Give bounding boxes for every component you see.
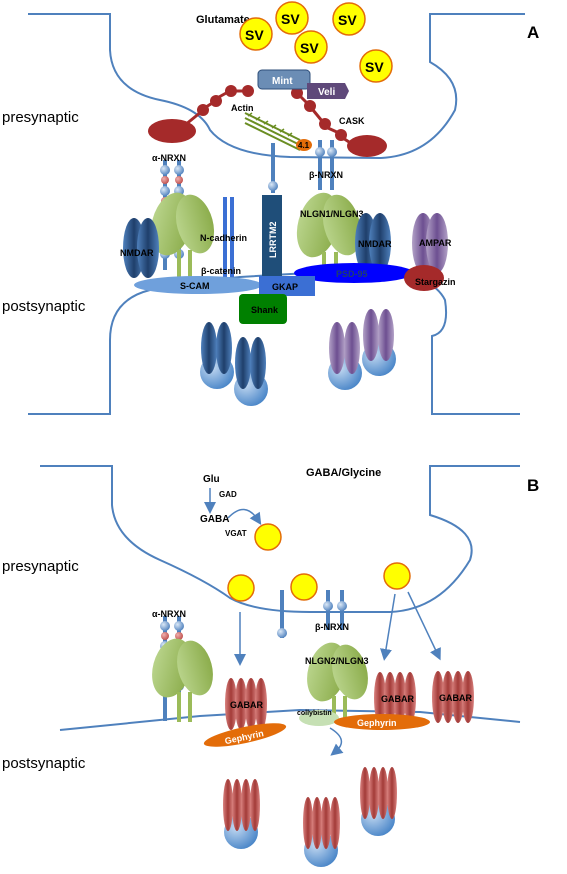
beta-nrxn-b (323, 590, 347, 630)
svg-text:Veli: Veli (318, 87, 335, 98)
panel-a: A Glutamate presynaptic postsynaptic SV … (2, 1, 539, 415)
band41-protein: 4.1 (296, 139, 312, 151)
svg-text:Gephyrin: Gephyrin (357, 718, 397, 728)
postsynaptic-label-b: postsynaptic (2, 755, 86, 772)
actin-filament (244, 112, 301, 151)
synaptic-vesicle: SV (332, 2, 366, 36)
presynaptic-label-a: presynaptic (2, 109, 79, 126)
panel-b: B GABA/Glycine presynaptic postsynaptic … (2, 465, 539, 867)
shank: Shank (239, 294, 287, 324)
release-arrow (407, 591, 441, 661)
svg-text:GABAR: GABAR (439, 693, 472, 703)
nmdar-left-a (123, 218, 159, 278)
veli-box: Veli (307, 83, 349, 99)
glu-label: Glu (203, 474, 220, 485)
postsynaptic-label-a: postsynaptic (2, 298, 86, 315)
svg-text:Stargazin: Stargazin (415, 277, 456, 287)
panel-a-neurotransmitter: Glutamate (196, 14, 250, 26)
alpha-nrxn-label-b: α-NRXN (152, 609, 186, 619)
actin-label: Actin (231, 103, 254, 113)
synaptic-vesicle: SV (294, 30, 328, 64)
nmdar-left-label: NMDAR (120, 248, 154, 258)
svg-text:Shank: Shank (251, 305, 279, 315)
beta-nrxn-a (315, 140, 337, 190)
gephyrin-right: Gephyrin (334, 714, 430, 730)
svg-text:LRRTM2: LRRTM2 (268, 222, 278, 259)
gabar-pool-middle (303, 797, 340, 867)
svg-text:4.1: 4.1 (298, 141, 310, 150)
ampar-label: AMPAR (419, 238, 452, 248)
psd95: PSD-95 (294, 263, 414, 283)
presynaptic-scaffold-right (291, 87, 387, 157)
svg-text:collybistin: collybistin (297, 710, 332, 717)
vesicle-b (254, 523, 282, 551)
ampar (412, 213, 448, 273)
svg-text:S-CAM: S-CAM (180, 281, 210, 291)
ampar-pool (328, 309, 396, 390)
vgat-label: VGAT (225, 529, 247, 538)
lrrtm2: LRRTM2 (262, 143, 282, 277)
panel-a-letter: A (527, 23, 539, 42)
svg-text:GABAR: GABAR (230, 700, 263, 710)
gkap: GKAP (259, 276, 315, 296)
gephyrin-left: Gephyrin (203, 723, 287, 747)
gabar-pool-left (223, 779, 260, 849)
postsynaptic-membrane-a (28, 268, 520, 415)
svg-text:GABAR: GABAR (381, 694, 414, 704)
release-arrow (380, 593, 396, 661)
neuroligin-left-b (152, 638, 213, 722)
svg-text:SV: SV (338, 12, 357, 28)
n-cadherin (223, 197, 234, 277)
synaptic-vesicle: SV (239, 17, 273, 51)
svg-text:Mint: Mint (272, 76, 293, 87)
svg-text:GKAP: GKAP (272, 282, 298, 292)
svg-text:SV: SV (281, 11, 300, 27)
svg-text:SV: SV (245, 27, 264, 43)
presynaptic-label-b: presynaptic (2, 558, 79, 575)
neuroligin-left-a (150, 192, 215, 280)
stargazin: Stargazin (404, 265, 456, 291)
cask-label: CASK (339, 116, 365, 126)
nlgn13-label: NLGN1/NLGN3 (300, 209, 364, 219)
presynaptic-membrane-b (40, 465, 520, 613)
svg-text:SV: SV (300, 40, 319, 56)
svg-text:SV: SV (365, 59, 384, 75)
n-cadherin-label: N-cadherin (200, 233, 247, 243)
nrxn-stalk-b (277, 590, 287, 638)
beta-nrxn-label-a: β-NRXN (309, 170, 343, 180)
nmdar-right-a (355, 213, 391, 273)
nmdar-right-label: NMDAR (358, 239, 392, 249)
nlgn1-nlgn3 (296, 192, 362, 280)
synaptic-vesicle: SV (359, 49, 393, 83)
presynaptic-scaffold-left (148, 85, 254, 143)
vgat-arrow (227, 508, 262, 526)
gabar-1: GABAR (225, 678, 267, 730)
beta-catenin-label: β-catenin (201, 266, 241, 276)
gaba-label: GABA (200, 514, 229, 525)
s-cam: S-CAM (134, 276, 262, 294)
synaptic-vesicle: SV (275, 1, 309, 35)
nlgn23-label: NLGN2/NLGN3 (305, 656, 369, 666)
gabar-pool-right (360, 767, 397, 836)
collybistin: collybistin (297, 710, 339, 726)
vesicle-b (290, 573, 318, 601)
alpha-nrxn-label-a: α-NRXN (152, 153, 186, 163)
panel-b-neurotransmitter: GABA/Glycine (306, 467, 381, 479)
gad-label: GAD (219, 490, 237, 499)
nmdar-pool (200, 322, 268, 406)
svg-text:PSD-95: PSD-95 (336, 269, 368, 279)
vesicle-b (383, 562, 411, 590)
collybistin-curve-arrow (329, 727, 344, 756)
beta-nrxn-label-b: β-NRXN (315, 622, 349, 632)
panel-b-letter: B (527, 476, 539, 495)
presynaptic-membrane-a (28, 13, 525, 160)
gabar-3: GABAR (432, 671, 474, 723)
postsynaptic-membrane-b (59, 708, 521, 731)
mint-box: Mint (257, 69, 311, 90)
gabar-2: GABAR (374, 672, 416, 724)
nlgn2-nlgn3 (307, 642, 368, 718)
vesicle-b (227, 574, 255, 602)
